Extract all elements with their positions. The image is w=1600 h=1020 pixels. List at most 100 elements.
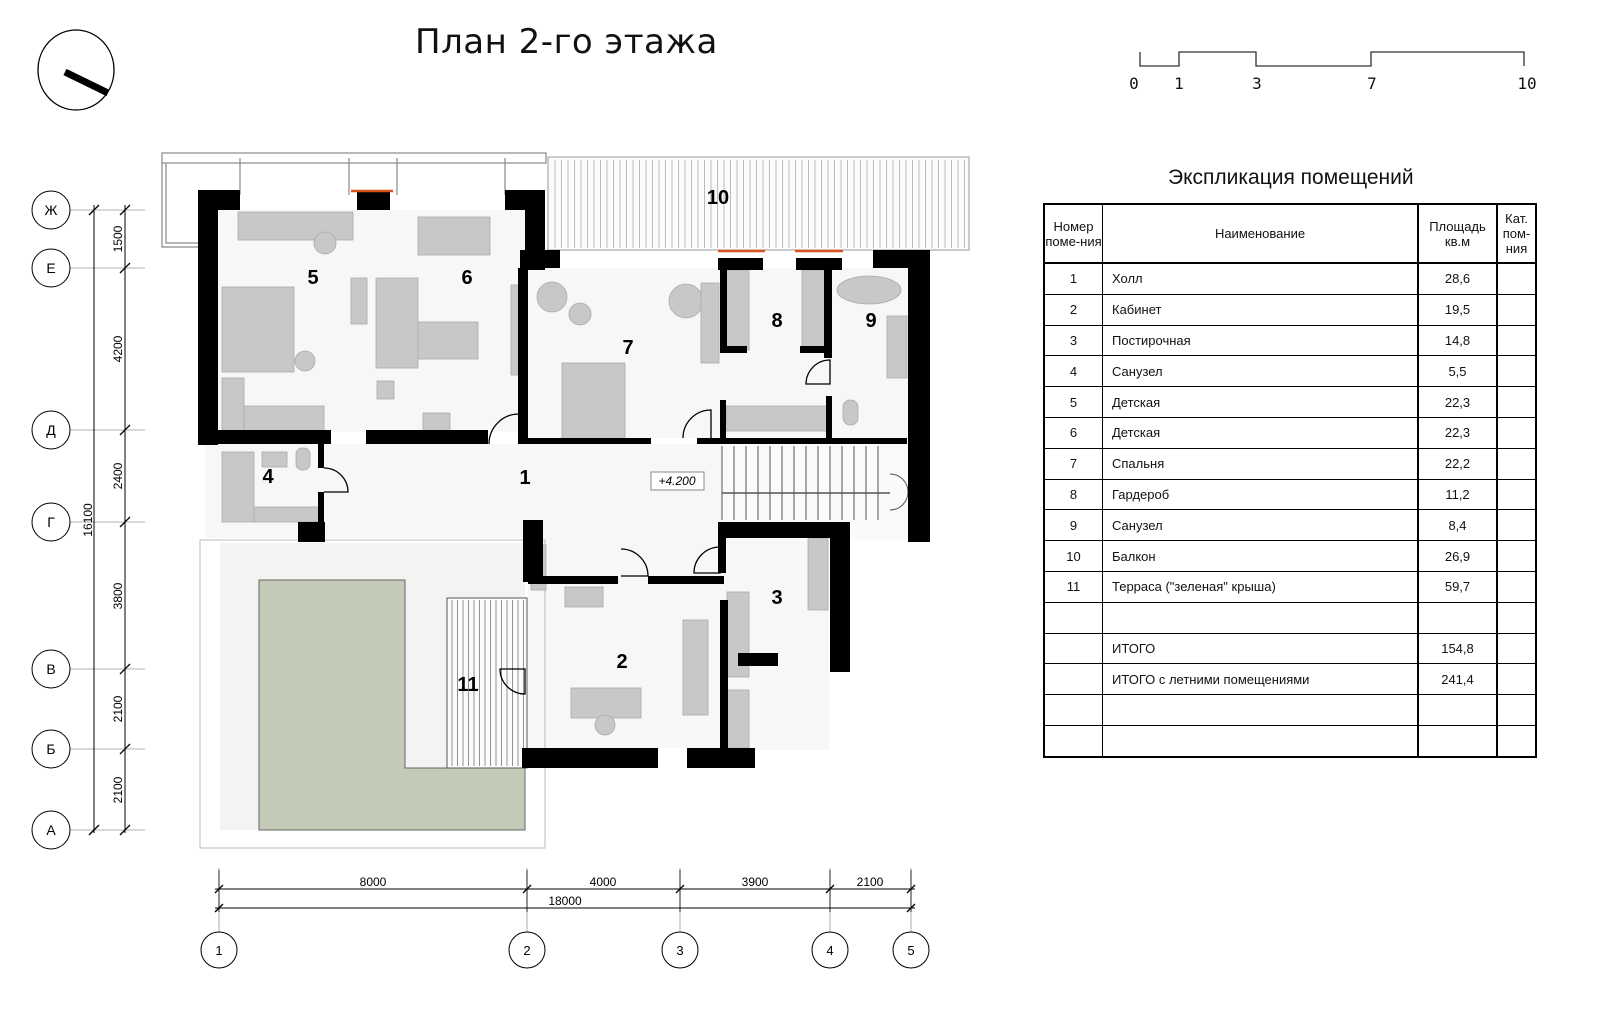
axis-row-label: Г — [47, 514, 55, 530]
table-row — [1043, 724, 1537, 758]
dimension-text: 2100 — [111, 776, 125, 803]
room-category — [1496, 540, 1537, 572]
dimension-text: 2100 — [111, 695, 125, 722]
room-area: 22,3 — [1417, 386, 1498, 418]
room-name: ИТОГО с летними помещениями — [1102, 663, 1419, 696]
dimension-total-text: 18000 — [548, 894, 582, 908]
dimension-text: 4000 — [590, 875, 617, 889]
room-category — [1496, 478, 1537, 511]
room-category — [1496, 447, 1537, 480]
scale-bar — [1139, 51, 1525, 67]
axis-row-label: Ж — [45, 202, 58, 218]
room-label: 8 — [771, 310, 782, 332]
page-title: План 2-го этажа — [415, 22, 718, 62]
explication-title: Экспликация помещений — [1168, 166, 1414, 189]
dimension-text: 2400 — [111, 462, 125, 489]
room-area: 154,8 — [1417, 632, 1498, 665]
room-category — [1496, 324, 1537, 357]
room-area: 59,7 — [1417, 570, 1498, 603]
room-category — [1496, 261, 1537, 295]
room-name: Холл — [1102, 261, 1419, 295]
scale-tick-label: 1 — [1174, 74, 1184, 93]
room-label: 5 — [307, 267, 318, 289]
room-category — [1496, 509, 1537, 542]
dimension-text: 4200 — [111, 335, 125, 362]
room-label: 4 — [262, 466, 274, 488]
room-number — [1043, 632, 1103, 665]
room-area — [1417, 724, 1498, 758]
room-name: Гардероб — [1102, 478, 1419, 511]
axis-row-label: В — [46, 661, 55, 677]
room-name: Санузел — [1102, 355, 1419, 388]
balcony-railing — [161, 152, 547, 248]
header-category: Кат. пом-ния — [1496, 203, 1537, 264]
axis-col-label: 3 — [676, 943, 683, 958]
room-name: Санузел — [1102, 509, 1419, 542]
room-number — [1043, 724, 1103, 758]
furniture — [221, 211, 908, 749]
room-name: Кабинет — [1102, 293, 1419, 326]
room-number: 7 — [1043, 447, 1103, 480]
table-row — [1043, 694, 1537, 726]
header-room-name: Наименование — [1102, 203, 1419, 264]
elevation-mark-box — [650, 471, 705, 491]
room-number: 6 — [1043, 416, 1103, 449]
room-name: Детская — [1102, 416, 1419, 449]
scale-tick-label: 0 — [1129, 74, 1139, 93]
room-label: 11 — [457, 674, 478, 696]
room-category — [1496, 632, 1537, 665]
axis-row-label: Е — [46, 260, 55, 276]
green-roof-terrace — [199, 539, 546, 849]
scale-tick-label: 10 — [1517, 74, 1537, 93]
room-number — [1043, 694, 1103, 726]
room-area: 11,2 — [1417, 478, 1498, 511]
room-label: 6 — [461, 267, 472, 289]
axis-col-label: 2 — [523, 943, 530, 958]
room-category — [1496, 570, 1537, 603]
room-area: 19,5 — [1417, 293, 1498, 326]
header-room-number: Номер поме-ния — [1043, 203, 1103, 264]
lintels — [351, 189, 843, 253]
room-name: ИТОГО — [1102, 632, 1419, 665]
room-name: Детская — [1102, 386, 1419, 418]
dimension-text: 3800 — [111, 582, 125, 609]
room-label: 10 — [707, 187, 729, 209]
room-category — [1496, 416, 1537, 449]
room-name: Постирочная — [1102, 324, 1419, 357]
room-number: 8 — [1043, 478, 1103, 511]
balcony-decking — [547, 156, 970, 251]
dimension-text: 1500 — [111, 225, 125, 252]
room-area: 14,8 — [1417, 324, 1498, 357]
room-number: 5 — [1043, 386, 1103, 418]
room-number: 11 — [1043, 570, 1103, 603]
room-area: 8,4 — [1417, 509, 1498, 542]
room-label: 3 — [771, 587, 782, 609]
room-category — [1496, 724, 1537, 758]
room-area — [1417, 694, 1498, 726]
room-category — [1496, 386, 1537, 418]
header-area: Площадь кв.м — [1417, 203, 1498, 264]
room-number: 4 — [1043, 355, 1103, 388]
axis-row-label: А — [46, 822, 56, 838]
room-number: 9 — [1043, 509, 1103, 542]
scale-tick-label: 3 — [1252, 74, 1262, 93]
room-number: 2 — [1043, 293, 1103, 326]
room-number: 1 — [1043, 261, 1103, 295]
table-row — [1043, 601, 1537, 634]
walls — [198, 190, 930, 768]
dimension-total-text: 16100 — [81, 503, 95, 537]
room-name — [1102, 694, 1419, 726]
room-area: 241,4 — [1417, 663, 1498, 696]
dimension-text: 2100 — [857, 875, 884, 889]
room-name — [1102, 724, 1419, 758]
axis-row-label: Б — [46, 741, 55, 757]
explication-table: Номер поме-ния Наименование Площадь кв.м… — [1043, 203, 1537, 758]
